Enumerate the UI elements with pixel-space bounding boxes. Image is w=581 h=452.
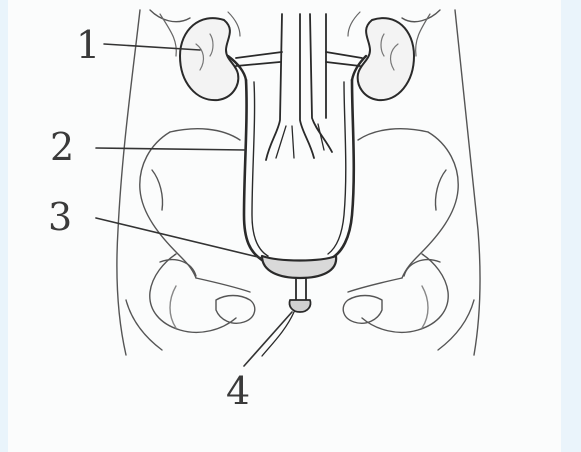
label-3: 3 <box>48 198 72 236</box>
label-2: 2 <box>50 128 74 166</box>
ureters <box>244 80 354 260</box>
leader-line-2 <box>96 148 246 150</box>
right-pelvic-bone <box>343 129 458 333</box>
left-kidney <box>180 18 246 100</box>
label-1: 1 <box>76 26 100 64</box>
right-kidney <box>352 18 414 100</box>
leader-line-4 <box>244 312 292 366</box>
bladder <box>262 256 336 278</box>
urethra <box>262 278 311 356</box>
leader-line-3 <box>96 218 262 258</box>
left-pelvic-bone <box>140 129 255 333</box>
label-4: 4 <box>226 372 250 410</box>
